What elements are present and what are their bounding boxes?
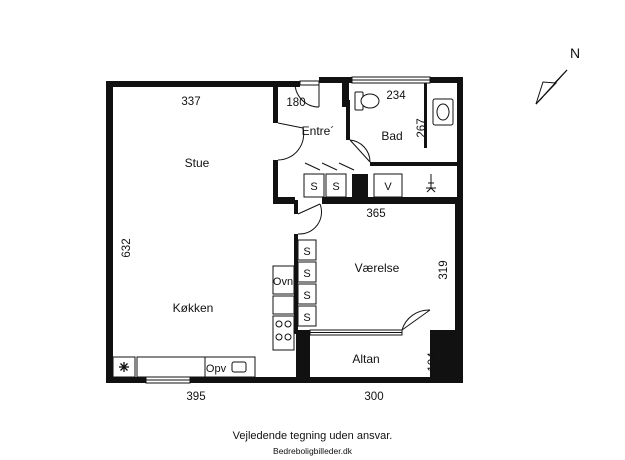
north-arrow-icon	[535, 69, 568, 105]
washer-label: V	[384, 181, 392, 193]
room-label-entre: Entre´	[302, 124, 335, 138]
room-label-altan: Altan	[352, 352, 379, 366]
dim-stue-width: 337	[181, 96, 200, 108]
dishwasher-label: Opv	[206, 363, 227, 375]
closet-label-vaerelse-1: S	[303, 246, 310, 258]
windows	[145, 76, 431, 384]
kitchen-counter	[112, 265, 295, 378]
dim-bad-width: 234	[386, 90, 406, 102]
disclaimer-text: Vejledende tegning uden ansvar.	[232, 430, 393, 442]
drain-icon	[426, 174, 436, 193]
toilet-icon	[354, 91, 380, 111]
dim-vaerelse-height: 319	[438, 260, 450, 279]
dim-bad-height: 267	[416, 118, 428, 137]
compass-label: N	[570, 45, 580, 61]
oven-label: Ovn	[273, 276, 293, 288]
stove-icon	[275, 320, 292, 341]
closet-label-entre-1: S	[310, 181, 317, 193]
outer-walls	[106, 77, 463, 383]
room-label-kokken: Køkken	[173, 301, 214, 315]
inner-walls	[273, 83, 457, 334]
doors	[277, 82, 431, 331]
entre-closets	[303, 162, 403, 198]
dim-vaerelse-width: 365	[366, 208, 385, 220]
closet-label-vaerelse-2: S	[303, 268, 310, 280]
dim-bottom-right: 300	[364, 391, 383, 403]
sink-icon	[432, 98, 454, 126]
room-label-stue: Stue	[185, 156, 210, 170]
dim-left-height: 632	[121, 238, 133, 257]
closet-label-vaerelse-4: S	[303, 312, 310, 324]
dim-bottom-left: 395	[186, 391, 205, 403]
room-label-bad: Bad	[381, 129, 402, 143]
dim-altan-height: 104	[427, 352, 439, 372]
closet-label-entre-2: S	[332, 181, 339, 193]
fan-icon	[119, 362, 129, 372]
vaerelse-closets	[297, 239, 317, 327]
closet-label-vaerelse-3: S	[303, 290, 310, 302]
room-label-vaerelse: Værelse	[355, 261, 400, 275]
credit-text: Bedreboligbilleder.dk	[273, 446, 352, 456]
dim-entre-width: 180	[286, 97, 305, 109]
